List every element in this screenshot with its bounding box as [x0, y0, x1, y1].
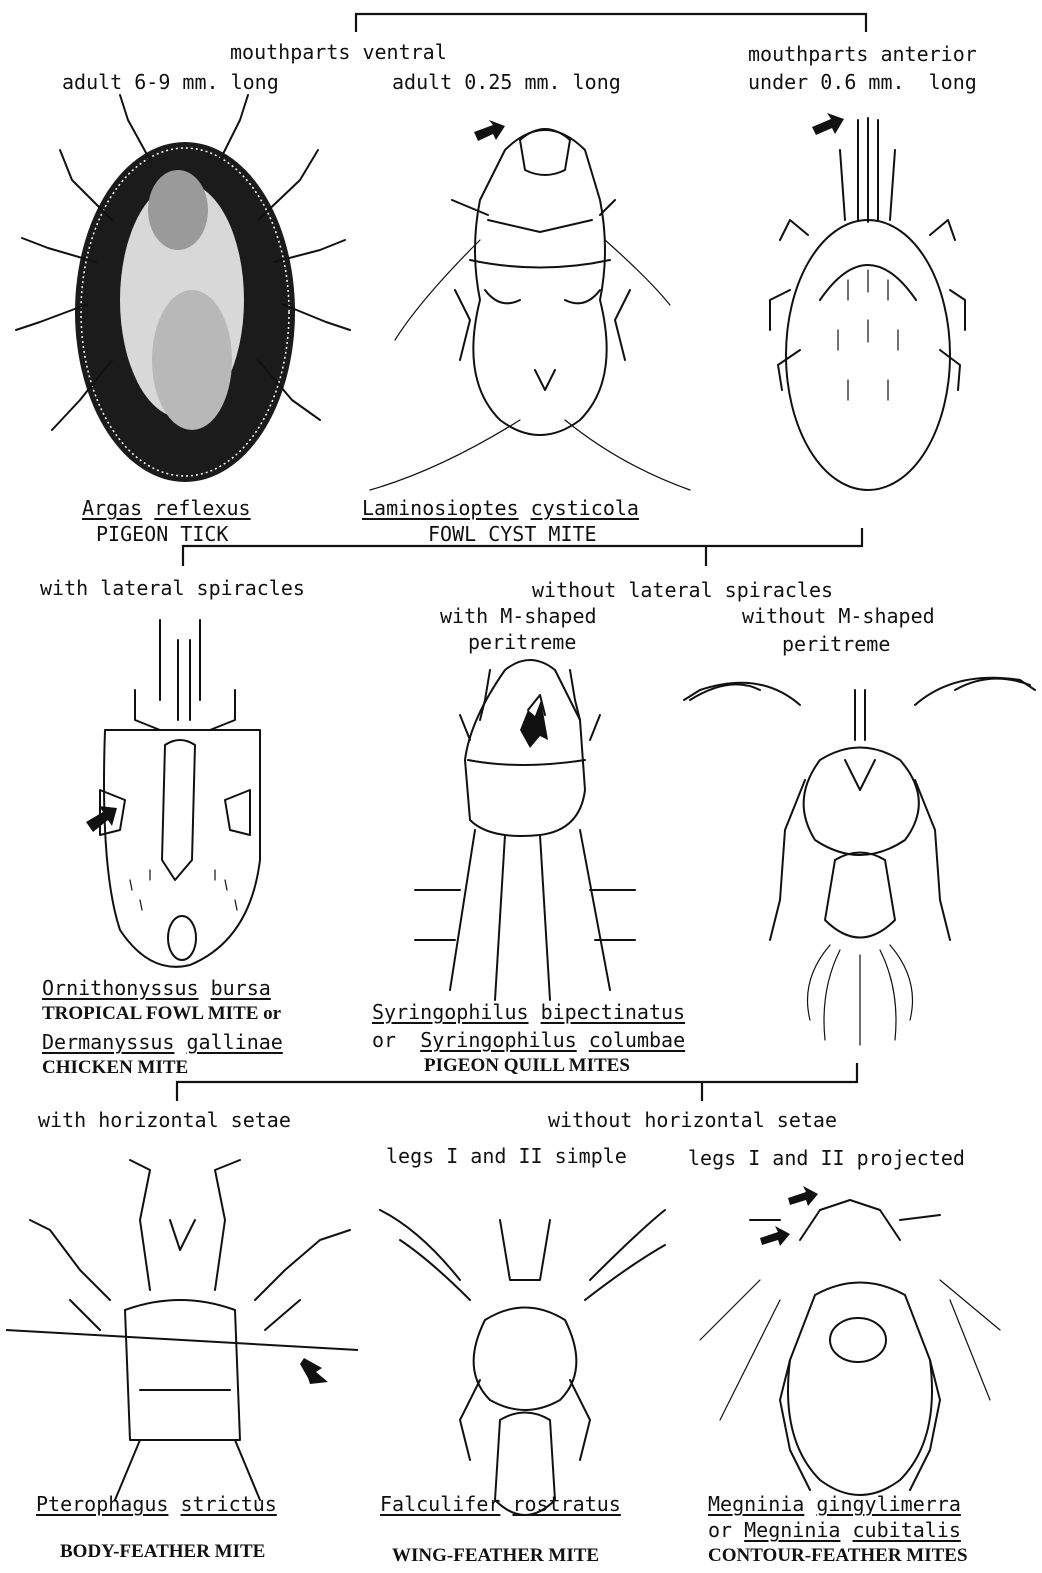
subheader-peritreme-right: peritreme — [782, 634, 890, 654]
subheader-legs-simple: legs I and II simple — [386, 1146, 627, 1166]
species-name-pterophagus: Pterophagus strictus — [36, 1494, 277, 1514]
common-name-contour-feather-mites: CONTOUR-FEATHER MITES — [708, 1546, 968, 1565]
falculifer-rostratus-illustration — [380, 1210, 665, 1515]
header-without-lateral-spiracles: without lateral spiracles — [532, 580, 833, 600]
syringophilus-illustration — [415, 660, 635, 1000]
common-name-tropical-fowl-mite: TROPICAL FOWL MITE or — [42, 1004, 281, 1023]
size-label-argas: adult 6-9 mm. long — [62, 72, 279, 92]
size-label-laminosioptes: adult 0.25 mm. long — [392, 72, 621, 92]
common-name-pigeon-tick: PIGEON TICK — [96, 524, 228, 544]
without-m-peritreme-mite-illustration — [684, 678, 1035, 1045]
subheader-with-m-shaped: with M-shaped — [440, 606, 597, 626]
species-name-argas: Argas reflexus — [82, 498, 251, 518]
species-name-syringophilus-bipectinatus: Syringophilus bipectinatus — [372, 1002, 685, 1022]
common-name-fowl-cyst-mite: FOWL CYST MITE — [428, 524, 597, 544]
species-name-megninia-cubitalis: or Megninia cubitalis — [708, 1520, 961, 1540]
header-mouthparts-ventral: mouthparts ventral — [230, 42, 447, 62]
header-without-horizontal-setae: without horizontal setae — [548, 1110, 837, 1130]
species-name-ornithonyssus: Ornithonyssus bursa — [42, 978, 271, 998]
common-name-pigeon-quill-mites: PIGEON QUILL MITES — [424, 1056, 630, 1075]
common-name-chicken-mite: CHICKEN MITE — [42, 1058, 188, 1077]
common-name-wing-feather-mite: WING-FEATHER MITE — [392, 1546, 599, 1565]
ornithonyssus-bursa-illustration — [100, 620, 260, 967]
bracket-row1 — [356, 14, 866, 32]
bracket-connectors — [177, 14, 866, 1101]
species-name-laminosioptes: Laminosioptes cysticola — [362, 498, 639, 518]
species-name-falculifer: Falculifer rostratus — [380, 1494, 621, 1514]
species-name-syringophilus-columbae: or Syringophilus columbae — [372, 1030, 685, 1050]
anterior-mouthparts-mite-illustration — [770, 118, 965, 490]
header-mouthparts-anterior: mouthparts anterior — [748, 44, 977, 64]
header-with-lateral-spiracles: with lateral spiracles — [40, 578, 305, 598]
subheader-peritreme-center: peritreme — [468, 632, 576, 652]
megninia-illustration — [700, 1200, 1000, 1495]
size-label-anterior-mite: under 0.6 mm. long — [748, 72, 977, 92]
argas-reflexus-illustration — [16, 95, 350, 482]
subheader-legs-projected: legs I and II projected — [688, 1148, 965, 1168]
pointer-arrow-icon — [300, 1358, 328, 1384]
common-name-body-feather-mite: BODY-FEATHER MITE — [60, 1542, 265, 1561]
pointer-arrow-icon — [760, 1226, 790, 1246]
header-with-horizontal-setae: with horizontal setae — [38, 1110, 291, 1130]
pointer-arrow-icon — [86, 806, 117, 832]
subheader-without-m-shaped: without M-shaped — [742, 606, 935, 626]
pterophagus-strictus-illustration — [30, 1160, 350, 1500]
species-name-megninia-gingylimerra: Megninia gingylimerra — [708, 1494, 961, 1514]
horizontal-seta — [6, 1330, 358, 1350]
species-name-dermanyssus: Dermanyssus gallinae — [42, 1032, 283, 1052]
pointer-arrow-icon — [812, 113, 844, 135]
pointer-arrow-icon — [788, 1186, 818, 1206]
pointer-arrow-icon — [474, 120, 505, 141]
laminosioptes-cysticola-illustration — [370, 129, 690, 490]
